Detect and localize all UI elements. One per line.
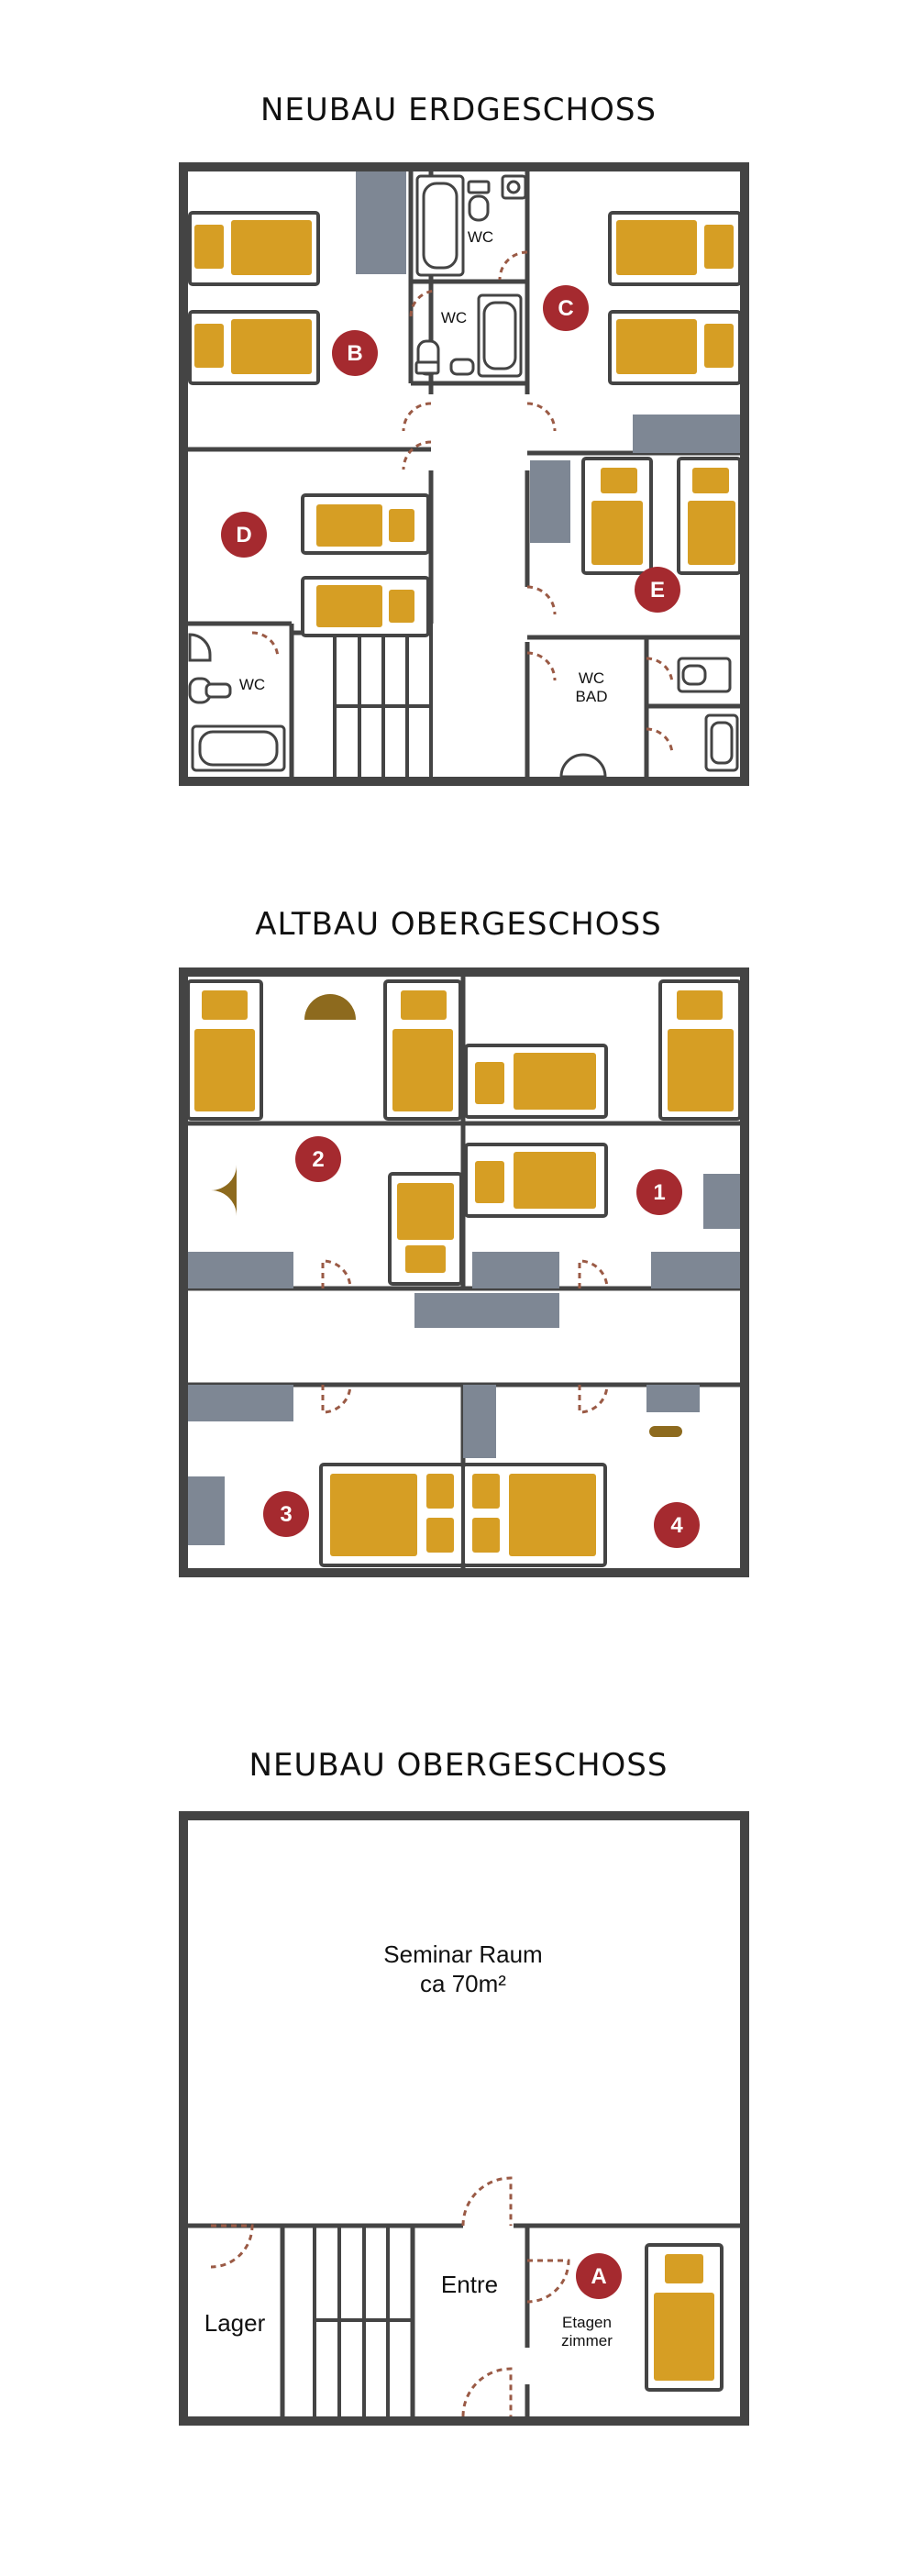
room-marker-2: 2	[312, 1147, 324, 1172]
wc-label-middle: WC	[441, 309, 467, 326]
wc-label-left: WC	[239, 676, 265, 693]
etagen-label: Etagen	[562, 2314, 612, 2331]
floorplan-neubau-erdgeschoss: B C D E WC WC WC WC BAD	[179, 162, 749, 786]
bad-label: BAD	[576, 688, 608, 705]
floor-title-neubau-obergeschoss: NEUBAU OBERGESCHOSS	[249, 1747, 668, 1784]
seminar-room-label: Seminar Raum	[383, 1940, 542, 1968]
floor-title-altbau-obergeschoss: ALTBAU OBERGESCHOSS	[255, 906, 662, 943]
room-marker-3: 3	[280, 1502, 292, 1527]
lager-label: Lager	[204, 2309, 266, 2337]
room-marker-a: A	[591, 2264, 606, 2289]
room-marker-c: C	[558, 296, 573, 321]
room-marker-4: 4	[670, 1513, 683, 1538]
floorplan-altbau-obergeschoss: 1 2 3 4	[179, 967, 749, 1577]
wc-label-bad: WC	[579, 669, 604, 687]
floor-title-neubau-erdgeschoss: NEUBAU ERDGESCHOSS	[260, 92, 657, 128]
room-marker-1: 1	[653, 1180, 665, 1205]
zimmer-label: zimmer	[561, 2332, 613, 2349]
room-marker-d: D	[236, 523, 251, 547]
room-marker-e: E	[650, 578, 665, 603]
seminar-room-area: ca 70m²	[420, 1970, 506, 1997]
entre-label: Entre	[441, 2271, 498, 2298]
floorplan-neubau-obergeschoss: A Seminar Raum ca 70m² Lager Entre Etage…	[179, 1811, 749, 2426]
room-marker-b: B	[347, 341, 362, 366]
wc-label-top: WC	[468, 228, 493, 246]
